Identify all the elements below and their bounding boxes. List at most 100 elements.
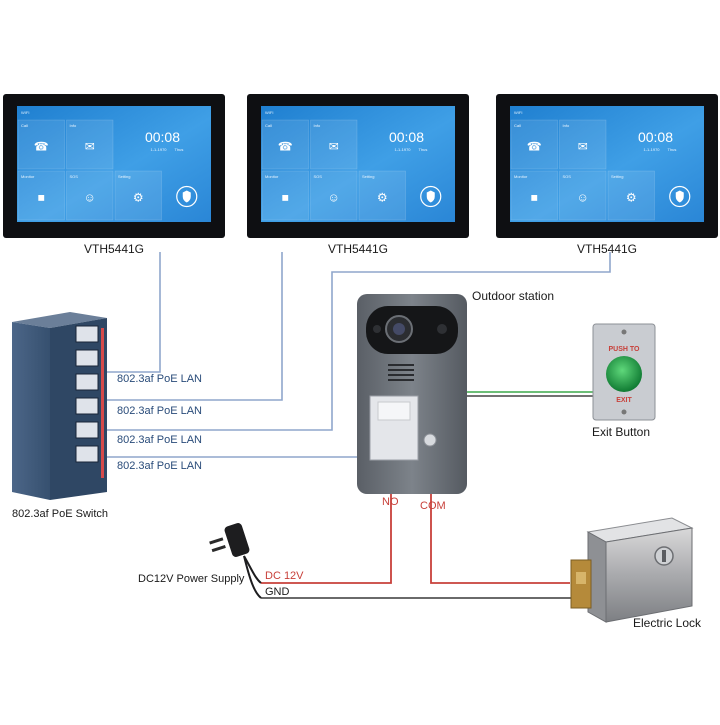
poe-switch-top [12,312,107,328]
poe-lan-label-3: 802.3af PoE LAN [117,434,202,446]
monitor-clock: 00:08 [145,129,180,145]
monitor-tile-label: Setting [362,174,374,179]
adapter-body [224,523,250,557]
monitor-clock: 00:08 [389,129,424,145]
shield-icon-glyph [675,190,684,203]
sos-icon: ☺ [84,191,96,205]
indoor-monitor-2: WIFICall☎Info✉Monitor■SOS☺Setting⚙00:081… [247,94,469,256]
monitor-tile [510,119,558,170]
monitor-status: WIFI [265,110,273,115]
power-supply: DC12V Power Supply DC 12V GND [138,523,304,599]
exit-button: PUSH TO EXIT Exit Button [592,323,656,439]
exit-button-label: Exit Button [592,425,650,439]
lan-wire-monitor-2 [95,252,283,401]
monitor-tile-label: Info [563,123,570,128]
shield-icon-glyph [182,190,191,203]
outdoor-station-label: Outdoor station [472,289,554,303]
electric-lock: Electric Lock [570,517,702,630]
phone-icon: ☎ [34,140,49,154]
poe-lan-label-1: 802.3af PoE LAN [117,373,202,385]
poe-port-3 [75,373,99,391]
indoor-monitor-1: WIFICall☎Info✉Monitor■SOS☺Setting⚙00:081… [3,94,225,256]
exit-button-bottom-text: EXIT [616,397,632,404]
gear-icon: ⚙ [133,191,144,205]
monitor-tile [559,119,607,170]
monitor-tile [559,170,607,221]
poe-port-5 [75,421,99,439]
shield-icon-glyph [426,190,435,203]
monitor-tile [310,119,358,170]
poe-lan-label-4: 802.3af PoE LAN [117,460,202,472]
mail-icon: ✉ [85,140,95,154]
sos-icon: ☺ [328,191,340,205]
monitor-tile-label: Info [314,123,321,128]
ir-sensor-right [437,324,447,334]
poe-switch-label: 802.3af PoE Switch [12,508,108,520]
monitor-tile [66,170,114,221]
monitor-tile [358,170,406,221]
monitor-status: WIFI [514,110,522,115]
outdoor-station: Outdoor station [357,289,554,494]
monitor-model-label: VTH5441G [577,242,637,256]
indoor-monitors: WIFI Call ☎ Info ✉ Monitor ■ SOS ☺ Setting ⚙ 00:08 1… [3,94,718,256]
card-reader-icon [377,401,411,421]
phone-icon: ☎ [278,140,293,154]
monitor-tile-label: Info [70,123,77,128]
monitor-tile-label: Monitor [265,174,279,179]
exit-button-top-text: PUSH TO [609,346,641,353]
monitor-date: 1-1-1970 [644,147,661,152]
monitor-day: Thus [175,147,184,152]
power-supply-label: DC12V Power Supply [138,573,245,585]
poe-port-4 [75,397,99,415]
no-terminal-label: NO [382,496,399,508]
poe-switch: 802.3af PoE Switch [12,312,108,520]
monitor-tile [510,170,558,221]
poe-lan-label-2: 802.3af PoE LAN [117,405,202,417]
dc-12v-label: DC 12V [265,570,304,582]
ir-sensor-left [373,325,381,333]
monitor-tile [607,170,655,221]
adapter-plug-pin-2 [211,544,226,553]
indoor-monitor-3: WIFICall☎Info✉Monitor■SOS☺Setting⚙00:081… [496,94,718,256]
exit-button-screw-bottom [621,409,627,415]
com-terminal-label: COM [420,500,446,512]
shield-icon [669,185,691,208]
camera-lens-inner [393,323,405,335]
electric-lock-label: Electric Lock [633,616,702,630]
monitor-clock: 00:08 [638,129,673,145]
monitor-status: WIFI [21,110,29,115]
shield-icon [176,185,198,208]
monitor-tile-label: Monitor [21,174,35,179]
monitor-tile-label: Monitor [514,174,528,179]
camera-icon: ■ [531,191,538,205]
no-wire [261,494,392,584]
exit-button-green-cap [606,356,642,392]
monitor-tile-label: Call [265,123,272,128]
lock-wires [261,494,580,599]
mail-icon: ✉ [578,140,588,154]
lock-side-face [605,527,693,623]
poe-lan-labels: 802.3af PoE LAN 802.3af PoE LAN 802.3af … [117,373,202,472]
shield-icon [420,185,442,208]
adapter-plug-pin-1 [209,537,224,545]
exit-button-screw-top [621,329,627,335]
poe-port-1 [75,325,99,343]
monitor-tile [114,170,162,221]
monitor-tile-label: SOS [70,174,79,179]
monitor-tile [66,119,114,170]
monitor-tile [261,170,309,221]
camera-icon: ■ [38,191,45,205]
lock-latch [576,572,586,584]
monitor-tile-label: Call [514,123,521,128]
exit-button-wires [467,391,600,397]
poe-switch-side [12,322,50,500]
monitor-day: Thus [668,147,677,152]
lan-wire-monitor-3 [95,252,611,431]
gear-icon: ⚙ [626,191,637,205]
lan-wires [95,252,611,458]
phone-icon: ☎ [527,140,542,154]
gear-icon: ⚙ [377,191,388,205]
camera-icon: ■ [282,191,289,205]
lan-wire-monitor-1 [95,252,161,373]
